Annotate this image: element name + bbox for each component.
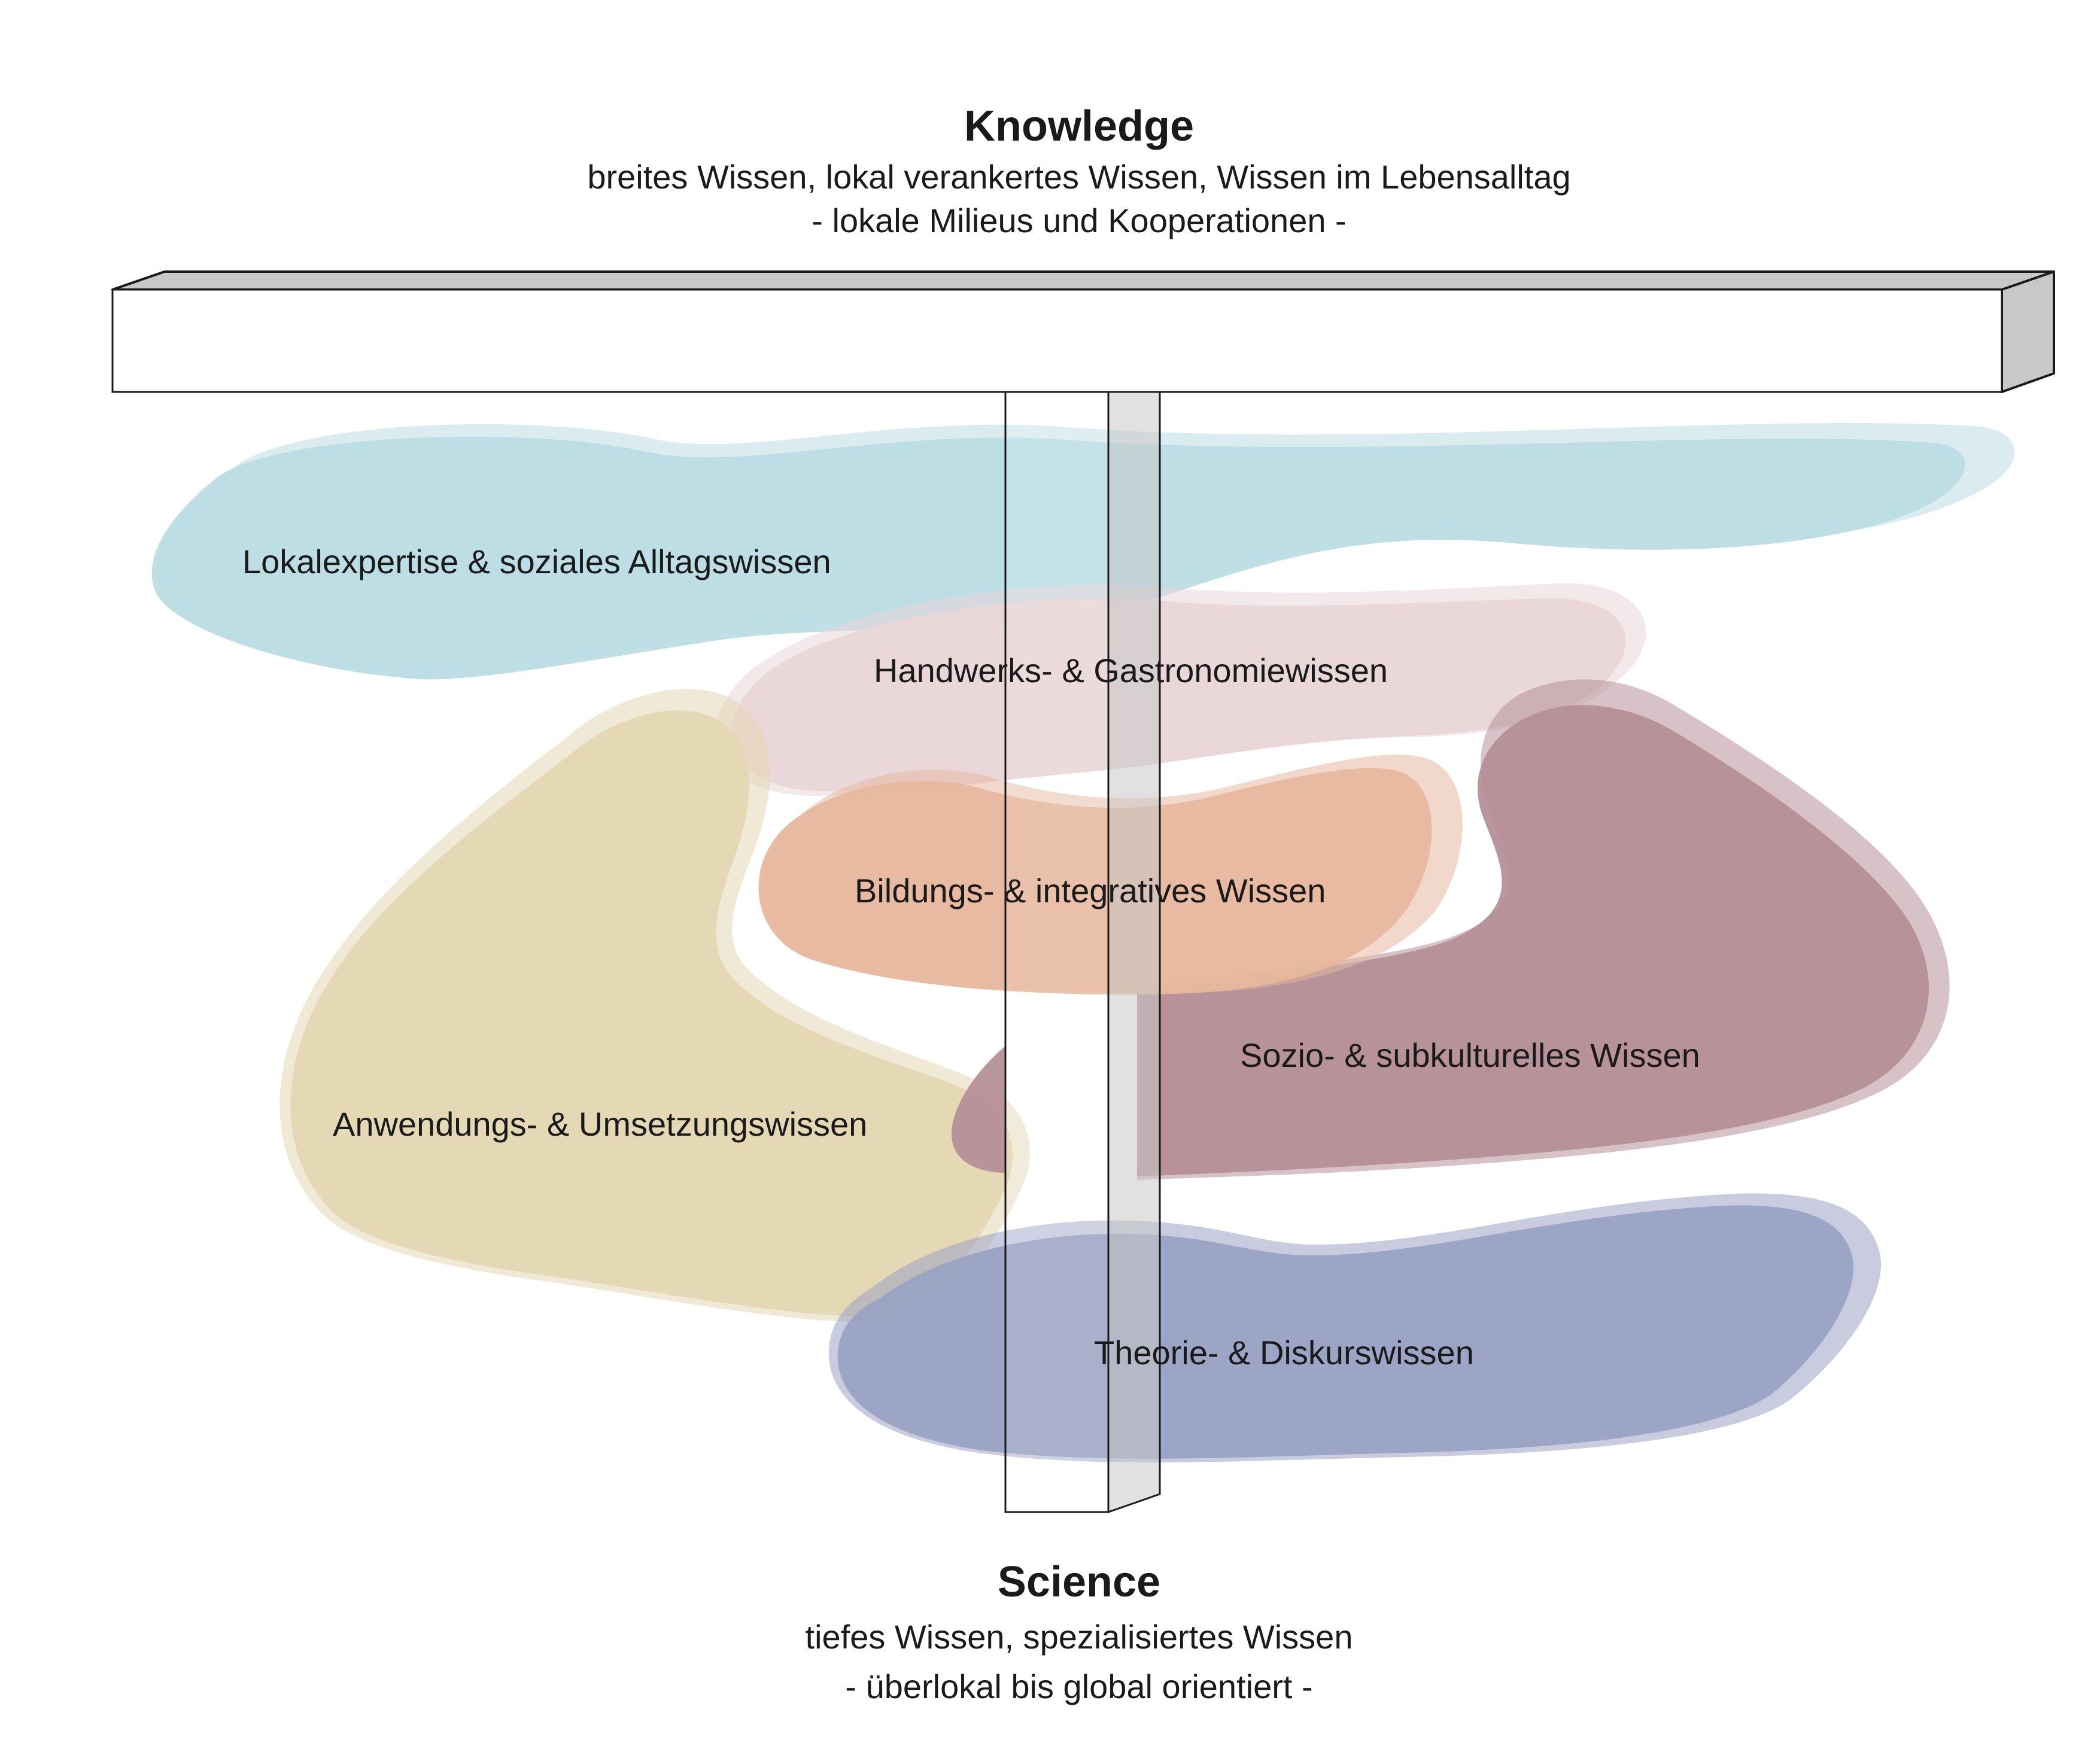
handwerks-blob xyxy=(731,598,1626,792)
horizontal-bar-front-face xyxy=(111,288,2003,393)
knowledge-subtitle-line1: breites Wissen, lokal verankertes Wissen… xyxy=(587,158,1570,196)
science-title: Science xyxy=(998,1558,1160,1606)
vertical-bar-front-face xyxy=(1004,391,1110,1513)
sozio-left-lobe xyxy=(952,1046,1005,1173)
region-sozio xyxy=(952,679,1950,1180)
horizontal-bar-side-face xyxy=(2001,270,2055,393)
label-anwendungs: Anwendungs- & Umsetzungswissen xyxy=(333,1105,867,1143)
label-bildungs: Bildungs- & integratives Wissen xyxy=(855,872,1326,910)
label-theorie: Theorie- & Diskurswissen xyxy=(1094,1334,1474,1371)
horizontal-bar-top-face xyxy=(111,270,2055,291)
science-subtitle-line2: - überlokal bis global orientiert - xyxy=(845,1668,1312,1705)
knowledge-title: Knowledge xyxy=(964,102,1194,150)
label-handwerks: Handwerks- & Gastronomiewissen xyxy=(874,652,1388,689)
lokalexpertise-blob xyxy=(151,436,1965,680)
knowledge-regions xyxy=(151,423,2015,1463)
label-sozio: Sozio- & subkulturelles Wissen xyxy=(1240,1036,1700,1074)
region-handwerks xyxy=(716,583,1646,796)
region-theorie xyxy=(828,1193,1882,1463)
anwendungs-blob xyxy=(290,710,1013,1316)
label-lokalexpertise: Lokalexpertise & soziales Alltagswissen xyxy=(242,543,831,580)
region-lokalexpertise xyxy=(151,423,2015,680)
region-anwendungs xyxy=(279,689,1030,1322)
sozio-blob xyxy=(1137,705,1929,1176)
theorie-blob xyxy=(837,1205,1854,1459)
horizontal-knowledge-bar xyxy=(111,270,2055,393)
knowledge-subtitle-line2: - lokale Milieus und Kooperationen - xyxy=(812,202,1346,239)
vertical-science-bar xyxy=(1004,391,1161,1513)
bildungs-blob xyxy=(758,768,1432,995)
science-subtitle-line1: tiefes Wissen, spezialisiertes Wissen xyxy=(806,1618,1353,1656)
